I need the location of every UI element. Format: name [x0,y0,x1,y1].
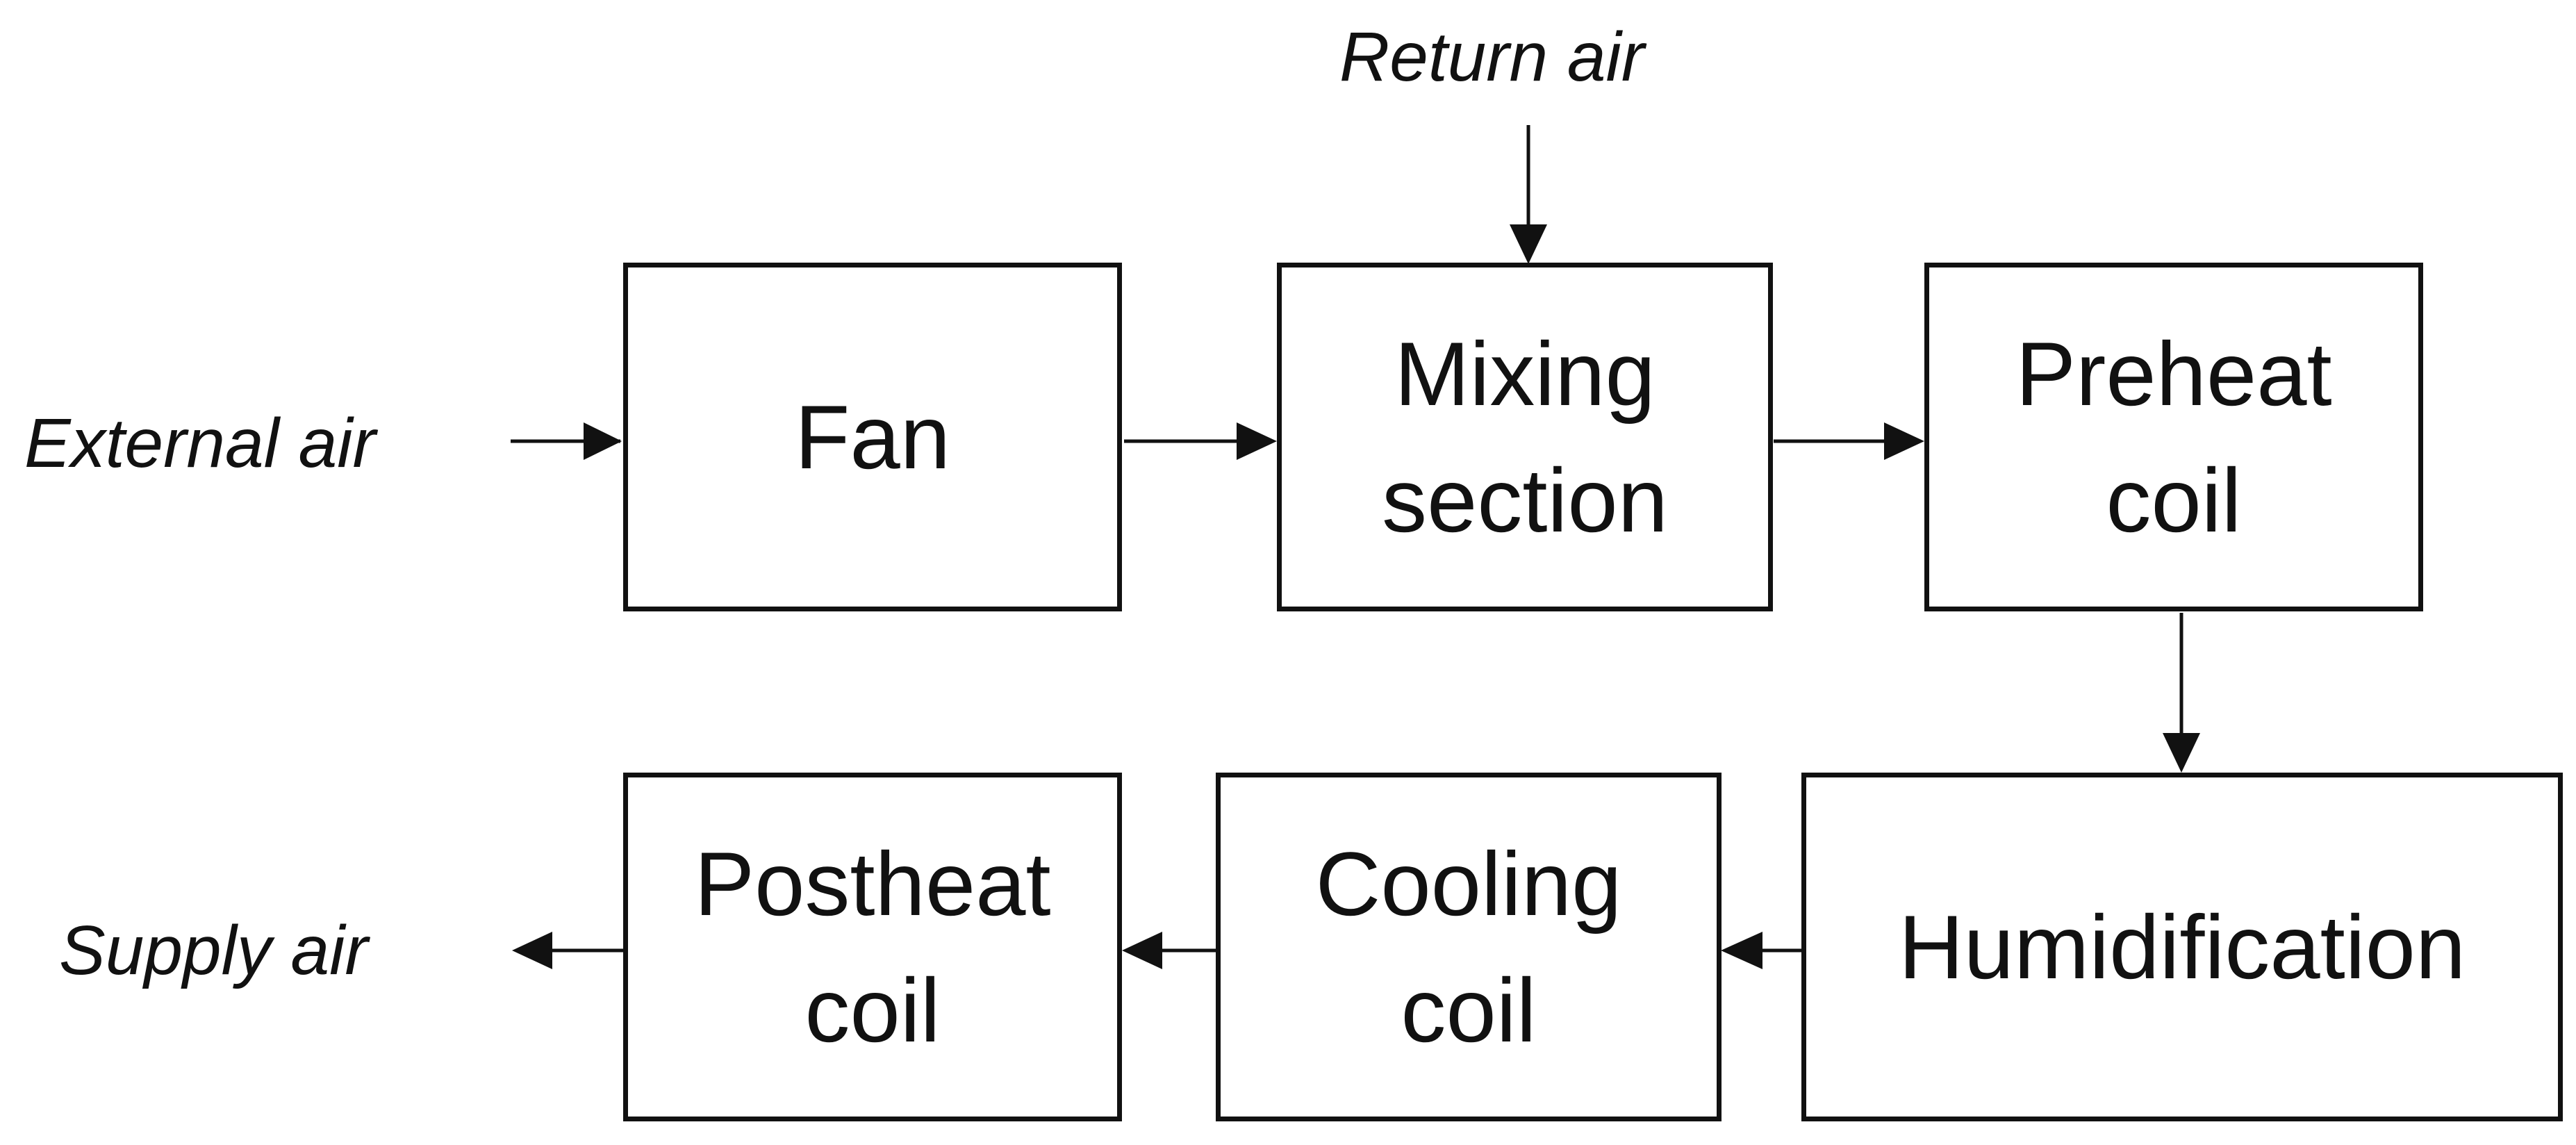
cooling-coil-label-line2: coil [1401,959,1537,1061]
arrowhead-supply-air [512,932,552,969]
preheat-coil-block: Preheat coil [1924,263,2423,611]
arrowhead-fan [584,422,622,460]
postheat-coil-label-line1: Postheat [694,833,1051,934]
preheat-coil-label-line1: Preheat [2015,323,2332,425]
preheat-coil-label-line2: coil [2106,450,2242,551]
mixing-section-label-line2: section [1382,450,1668,551]
arrowhead-humidification [2163,733,2200,773]
mixing-section-block: Mixing section [1277,263,1773,611]
external-air-label: External air [24,404,376,482]
cooling-coil-label-line1: Cooling [1315,833,1622,934]
arrowhead-preheat [1884,422,1924,460]
fan-block: Fan [623,263,1122,611]
cooling-coil-block: Cooling coil [1216,773,1722,1121]
supply-air-label: Supply air [59,912,368,989]
return-air-label: Return air [1339,18,1645,96]
arrowhead-mixing-top [1510,224,1547,264]
humidification-label: Humidification [1898,896,2466,998]
arrowhead-cooling [1721,932,1762,969]
arrowhead-postheat [1122,932,1162,969]
fan-label: Fan [794,386,950,488]
mixing-section-label-line1: Mixing [1394,323,1656,425]
postheat-coil-block: Postheat coil [623,773,1122,1121]
humidification-block: Humidification [1801,773,2563,1121]
postheat-coil-label-line2: coil [804,959,941,1061]
arrowhead-mixing [1237,422,1277,460]
